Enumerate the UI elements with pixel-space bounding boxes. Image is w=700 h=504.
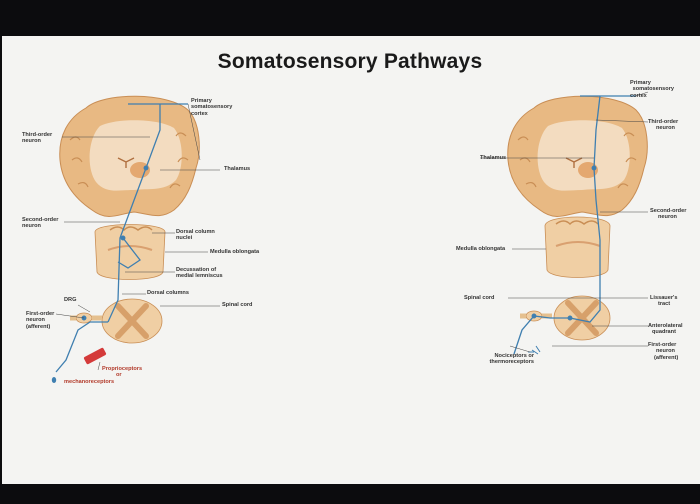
right-spinal-cord <box>520 295 611 341</box>
right-leader-lines <box>480 91 649 353</box>
slide-title: Somatosensory Pathways <box>217 50 483 73</box>
left-brain <box>59 95 200 217</box>
label-drg: DRG <box>64 297 77 303</box>
label-spinal-cord-left: Spinal cord <box>222 302 253 308</box>
label-lissauer-tract: Lissauer's tract <box>650 295 678 308</box>
label-spinal-cord-right: Spinal cord <box>464 295 495 301</box>
label-thalamus-right: Thalamus <box>480 155 507 161</box>
label-dorsal-column-nuclei: Dorsal column nuclei <box>176 229 215 242</box>
label-third-order-right: Third-order neuron <box>648 119 679 132</box>
left-leader-lines <box>55 103 220 371</box>
label-receptors-left: Proprioceptors or mechanoreceptors <box>64 366 143 385</box>
label-decussation: Decussation of medial lemniscus <box>176 267 223 280</box>
label-third-order-left: Third-order neuron <box>22 132 53 145</box>
left-spinal-cord <box>70 298 163 344</box>
label-medulla-left: Medulla oblongata <box>210 249 260 255</box>
label-primary-cortex-left: Primary somatosensory cortex <box>191 98 233 117</box>
label-medulla-right: Medulla oblongata <box>456 246 506 252</box>
label-anterolateral-quadrant: Anterolateral quadrant <box>648 323 683 336</box>
right-brain <box>507 95 648 217</box>
label-first-order-right: First-order neuron (afferent) <box>648 342 679 361</box>
right-neuron-path <box>513 95 636 355</box>
left-neuron-path <box>55 103 188 373</box>
label-dorsal-columns: Dorsal columns <box>147 290 189 296</box>
label-primary-cortex-right: Primary somatosensory cortex <box>630 80 674 99</box>
left-receptor <box>83 347 107 365</box>
label-first-order-left: First-order neuron (afferent) <box>26 311 55 330</box>
left-medulla <box>94 224 166 280</box>
label-thalamus-left: Thalamus <box>224 166 251 172</box>
label-second-order-right: Second-order neuron <box>650 208 687 221</box>
label-receptors-right: Nociceptors or thermoreceptors <box>489 353 534 366</box>
label-second-order-left: Second-order neuron <box>22 217 59 230</box>
right-medulla <box>544 216 611 278</box>
